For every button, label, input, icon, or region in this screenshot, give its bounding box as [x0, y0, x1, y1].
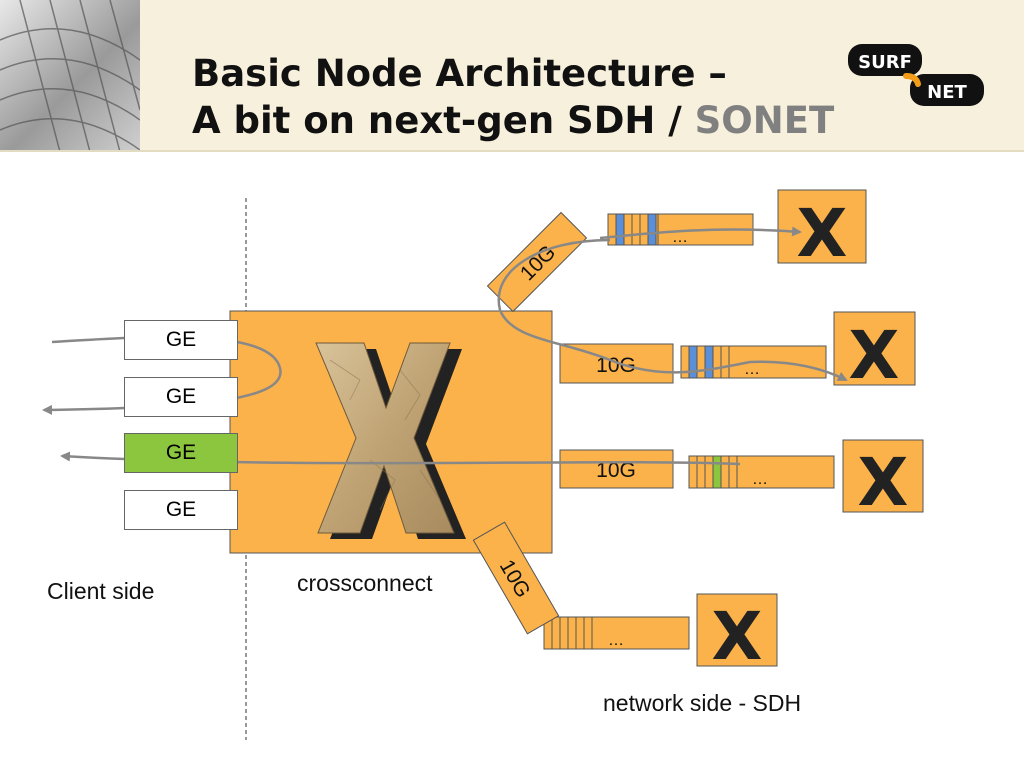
client-port-2: GE [124, 377, 238, 417]
remote-node-3-symbol: X [858, 444, 909, 521]
title-line-2-text: A bit on next-gen SDH / [192, 99, 695, 142]
header-separator [0, 150, 1024, 152]
remote-node-2: X [833, 311, 916, 394]
queue-3-ellipsis: … [752, 471, 768, 488]
slide-title: Basic Node Architecture – A bit on next-… [192, 50, 834, 144]
queue-2 [680, 345, 827, 379]
network-port-3: 10G [559, 449, 674, 489]
client-port-4: GE [124, 490, 238, 530]
title-sonet: SONET [694, 99, 835, 142]
queue-1-ellipsis: … [672, 229, 688, 246]
remote-node-4-symbol: X [712, 598, 763, 675]
crossconnect-x-symbol [315, 342, 466, 539]
remote-node-1-symbol: X [797, 195, 848, 272]
title-line-1: Basic Node Architecture – [192, 52, 727, 95]
queue-3 [688, 455, 835, 489]
logo-text-surf: SURF [858, 52, 912, 73]
network-side-label: network side - SDH [603, 690, 802, 716]
remote-node-3: X [842, 439, 924, 521]
client-side-label: Client side [47, 578, 155, 604]
slide-header: Basic Node Architecture – A bit on next-… [0, 0, 1024, 152]
flow-arrow-top [599, 226, 802, 240]
header-architecture-photo [0, 0, 141, 152]
flow-arrow-network [497, 238, 848, 382]
client-port-3-active: GE [124, 433, 238, 473]
surfnet-logo: SURF NET [848, 44, 984, 106]
remote-node-2-symbol: X [849, 317, 900, 394]
crossconnect-label: crossconnect [297, 570, 433, 596]
network-port-3-label: 10G [596, 459, 636, 482]
queue-2-ellipsis: … [744, 361, 760, 378]
network-port-1: 10G [486, 211, 588, 313]
queue-4 [543, 616, 690, 650]
client-port-1: GE [124, 320, 238, 360]
title-line-2: A bit on next-gen SDH / SONET [192, 97, 834, 144]
logo-text-net: NET [927, 82, 967, 103]
queue-4-ellipsis: … [608, 632, 624, 649]
remote-node-4: X [696, 593, 778, 675]
network-port-4: 10G [472, 521, 560, 635]
